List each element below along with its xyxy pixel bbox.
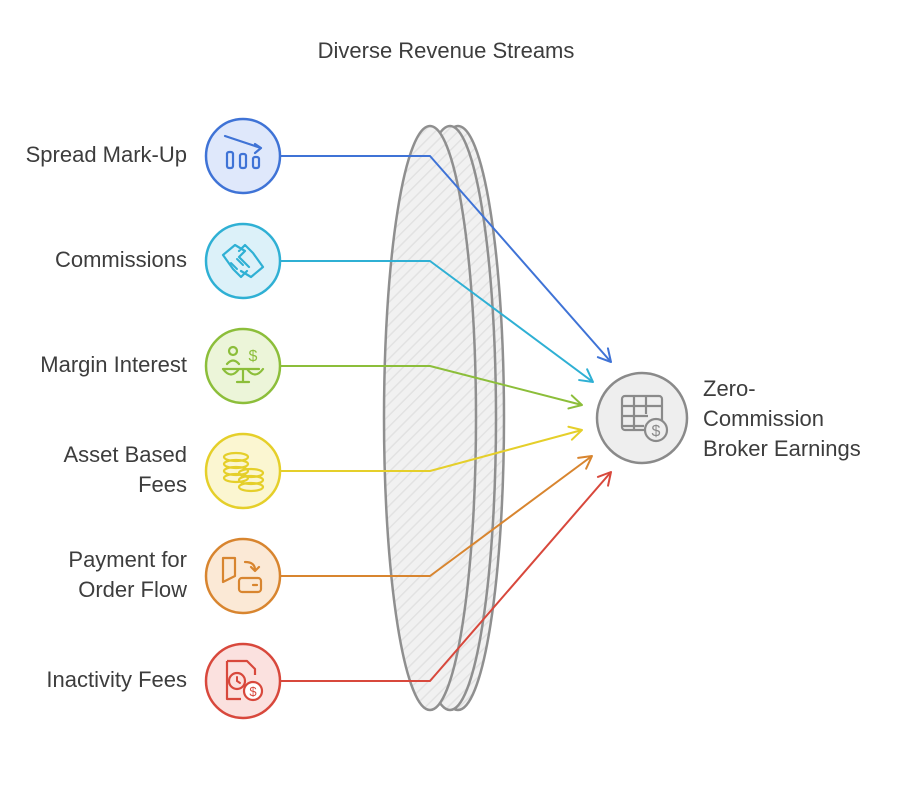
spreadsheet-dollar-icon: $ xyxy=(620,394,669,443)
target-circle xyxy=(595,371,689,465)
lens-shape xyxy=(382,124,506,712)
icon-circle xyxy=(204,117,282,195)
stream-icon-node xyxy=(204,222,282,300)
bar-chart-trend-icon xyxy=(223,134,263,170)
connector-arrow xyxy=(280,455,593,577)
arrowhead xyxy=(596,347,612,363)
stream-icon-node: $ xyxy=(204,642,282,720)
target-label-line: Broker Earnings xyxy=(703,436,861,461)
connector-arrow xyxy=(280,260,594,383)
arrowhead xyxy=(578,368,594,383)
connector-arrow xyxy=(280,155,612,363)
arrowhead xyxy=(567,425,583,441)
stream-label: Spread Mark-Up xyxy=(25,142,187,167)
target-label-line: Zero- xyxy=(703,376,756,401)
svg-text:$: $ xyxy=(249,684,257,699)
connector-arrow xyxy=(280,429,583,472)
stream-label: Commissions xyxy=(54,247,187,272)
target-node: $ xyxy=(595,371,689,465)
target-label-line: Commission xyxy=(703,406,825,431)
svg-text:$: $ xyxy=(652,423,661,440)
stream-icon-node xyxy=(204,537,282,615)
icon-circle xyxy=(204,642,282,720)
arrowhead xyxy=(567,394,583,410)
stream-label: Margin Interest xyxy=(40,352,187,377)
handshake-icon xyxy=(221,243,265,279)
stream-label: Inactivity Fees xyxy=(46,667,187,692)
connector-arrow xyxy=(280,365,583,406)
stream-icon-node: $ xyxy=(204,327,282,405)
connector-arrow xyxy=(280,471,612,682)
svg-text:$: $ xyxy=(249,348,258,365)
wallet-transfer-icon xyxy=(221,556,263,594)
clock-dollar-document-icon: $ xyxy=(225,659,264,702)
icon-circle xyxy=(204,327,282,405)
stream-icon-node xyxy=(204,117,282,195)
arrowhead xyxy=(596,471,612,487)
stream-icon-node xyxy=(204,432,282,510)
person-balance-dollar-icon: $ xyxy=(221,345,265,384)
coin-stack-icon xyxy=(222,451,265,493)
icon-circle xyxy=(204,537,282,615)
diagram-title: Diverse Revenue Streams xyxy=(317,38,575,63)
arrowhead xyxy=(577,455,593,470)
